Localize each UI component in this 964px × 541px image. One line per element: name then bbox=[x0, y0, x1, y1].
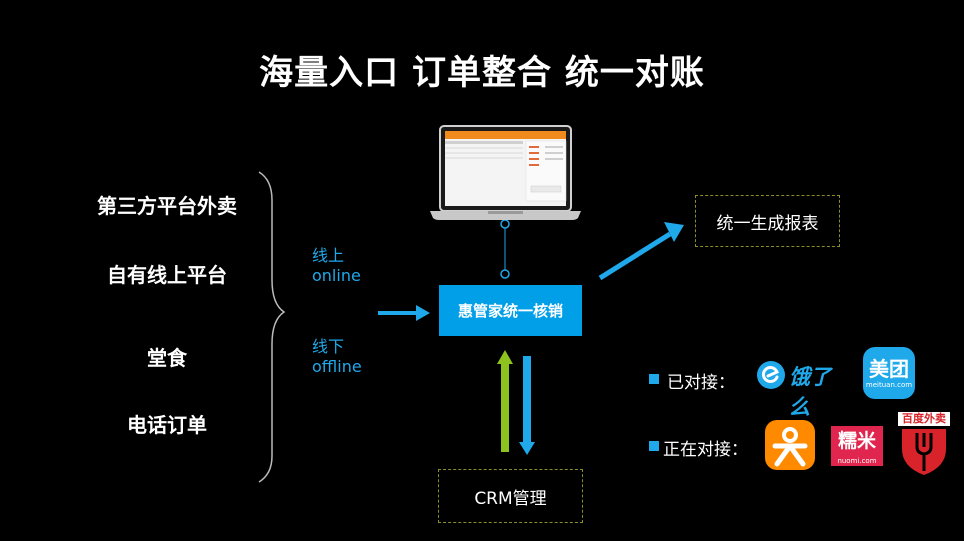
channel-offline-cn: 线下 bbox=[312, 337, 345, 356]
crm-down-arrow bbox=[519, 356, 535, 455]
fork-shield-icon bbox=[902, 429, 946, 475]
crm-up-arrow bbox=[497, 350, 513, 452]
channel-online-cn: 线上 bbox=[312, 246, 345, 265]
source-dine-in: 堂食 bbox=[147, 346, 187, 370]
crm-box: CRM管理 bbox=[438, 469, 583, 523]
slide-title: 海量入口 订单整合 统一对账 bbox=[259, 53, 705, 93]
source-third-party-delivery: 第三方平台外卖 bbox=[97, 194, 237, 218]
curly-brace bbox=[258, 171, 286, 483]
laptop-connector bbox=[500, 219, 510, 279]
laptop-icon bbox=[430, 125, 581, 220]
nuomi-logo: 糯米 nuomi.com bbox=[831, 426, 883, 468]
channel-online-en: online bbox=[312, 266, 361, 285]
baidu-waimai-text: 百度外卖 bbox=[898, 412, 950, 426]
input-arrow bbox=[378, 305, 430, 321]
connecting-bullet bbox=[649, 441, 659, 451]
meituan-sub: meituan.com bbox=[865, 381, 913, 389]
connected-bullet bbox=[649, 374, 659, 384]
channel-online: 线上 online bbox=[312, 246, 361, 286]
core-verification-box: 惠管家统一核销 bbox=[439, 285, 582, 336]
eleme-text: 饿了么 bbox=[789, 365, 831, 419]
eleme-e-icon bbox=[757, 361, 785, 389]
eleme-logo: 饿了么 bbox=[756, 358, 848, 419]
connected-label: 已对接： bbox=[667, 373, 735, 393]
meituan-text: 美团 bbox=[869, 357, 909, 381]
dianping-person-icon bbox=[772, 427, 808, 467]
dianping-logo bbox=[765, 420, 815, 470]
nuomi-text: 糯米 bbox=[831, 426, 883, 456]
channel-offline: 线下 offline bbox=[312, 337, 362, 377]
report-arrow bbox=[598, 222, 684, 281]
meituan-logo: 美团 meituan.com bbox=[863, 347, 915, 399]
nuomi-sub: nuomi.com bbox=[831, 456, 883, 466]
source-phone-order: 电话订单 bbox=[127, 413, 207, 437]
channel-offline-en: offline bbox=[312, 357, 362, 376]
connecting-label: 正在对接： bbox=[663, 440, 748, 460]
source-own-online-platform: 自有线上平台 bbox=[107, 263, 227, 287]
report-box: 统一生成报表 bbox=[695, 195, 840, 247]
baidu-waimai-logo: 百度外卖 bbox=[898, 412, 950, 478]
